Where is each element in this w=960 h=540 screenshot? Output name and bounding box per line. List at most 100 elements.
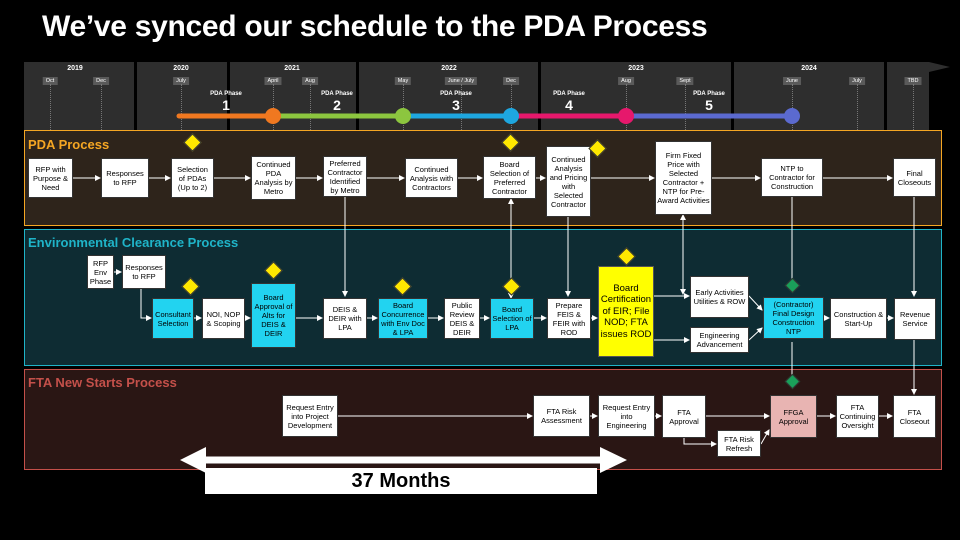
fta-box-continuing-oversight: FTA Continuing Oversight: [836, 395, 879, 438]
timeline-tick: [403, 84, 404, 130]
phase-milestone-dot: [265, 108, 281, 124]
month-label: Sept: [676, 77, 694, 85]
year-label: 2023: [628, 65, 644, 72]
timeline-tick: [913, 84, 914, 130]
env-box-board-certification-eir: Board Certification of EIR; File NOD; FT…: [598, 266, 654, 357]
year-block-2023: [541, 62, 731, 130]
env-box-noi-nop-scoping: NOI, NOP & Scoping: [202, 298, 245, 339]
pda-box-board-selection-preferred: Board Selection of Preferred Contractor: [483, 156, 536, 199]
year-block-2024: [734, 62, 884, 130]
timeline-tick: [626, 84, 627, 130]
timeline-tick: [685, 84, 686, 130]
timeline-tick: [310, 84, 311, 130]
month-label: July: [173, 77, 189, 85]
month-label: TBD: [904, 77, 922, 85]
fta-box-request-entry-pd: Request Entry into Project Development: [282, 395, 338, 437]
year-label: 2021: [284, 65, 300, 72]
environmental-clearance-label: Environmental Clearance Process: [28, 235, 239, 250]
phase-number: 3: [452, 97, 460, 113]
fta-box-risk-refresh: FTA Risk Refresh: [717, 430, 761, 457]
env-box-consultant-selection: Consultant Selection: [152, 298, 194, 339]
phase-number: 1: [222, 97, 230, 113]
phase-milestone-dot: [395, 108, 411, 124]
pda-process-label: PDA Process: [28, 137, 110, 152]
fta-box-request-entry-engineering: Request Entry into Engineering: [598, 395, 655, 437]
timeline-tick: [792, 84, 793, 130]
fta-box-ffga-approval: FFGA Approval: [770, 395, 817, 438]
timeline-arrow-head: [929, 62, 950, 72]
phase-milestone-dot: [503, 108, 519, 124]
env-box-early-activities: Early Activities Utilities & ROW: [690, 276, 749, 318]
env-box-construction-startup: Construction & Start-Up: [830, 298, 887, 339]
timeline-tick: [181, 84, 182, 130]
phase-number: 5: [705, 97, 713, 113]
timeline-tick: [50, 84, 51, 130]
month-label: Dec: [93, 77, 109, 85]
env-box-public-review: Public Review DEIS & DEIR: [444, 298, 480, 339]
page-title: We’ve synced our schedule to the PDA Pro…: [42, 10, 708, 43]
timeline-tick: [857, 84, 858, 130]
phase-number: 4: [565, 97, 573, 113]
pda-box-ntp-construction: NTP to Contractor for Construction: [761, 158, 823, 197]
month-label: Dec: [503, 77, 519, 85]
env-box-responses-to-rfp: Responses to RFP: [122, 255, 166, 289]
pda-box-rfp-purpose-need: RFP with Purpose & Need: [28, 158, 73, 198]
timeline-tick: [461, 84, 462, 130]
env-box-final-design-construction-ntp: (Contractor) Final Design Construction N…: [763, 297, 824, 339]
pda-box-preferred-contractor: Preferred Contractor Identified by Metro: [323, 156, 367, 197]
fta-box-risk-assessment: FTA Risk Assessment: [533, 395, 590, 437]
year-label: 2020: [173, 65, 189, 72]
year-block-tbd: [887, 62, 929, 130]
month-label: July: [849, 77, 865, 85]
pda-box-continued-pda-analysis: Continued PDA Analysis by Metro: [251, 156, 296, 200]
month-label: April: [264, 77, 282, 85]
env-box-prepare-feis-feir: Prepare FEIS & FEIR with ROD: [547, 298, 591, 339]
pda-box-firm-fixed-price: Firm Fixed Price with Selected Contracto…: [655, 141, 712, 215]
phase-label: PDA Phase: [693, 91, 725, 97]
timeline-tick: [511, 84, 512, 130]
month-label: Aug: [302, 77, 318, 85]
env-box-board-approval-alts: Board Approval of Alts for DEIS & DEIR: [251, 283, 296, 348]
month-label: June / July: [444, 77, 478, 85]
month-label: Oct: [42, 77, 58, 85]
year-label: 2019: [67, 65, 83, 72]
month-label: June: [783, 77, 801, 85]
fta-box-fta-approval: FTA Approval: [662, 395, 706, 438]
year-block-2020: [137, 62, 227, 130]
env-box-board-concurrence: Board Concurrence with Env Doc & LPA: [378, 298, 428, 339]
phase-number: 2: [333, 97, 341, 113]
phase-track: [176, 108, 800, 124]
pda-box-continued-analysis-pricing: Continued Analysis and Pricing with Sele…: [546, 146, 591, 217]
fta-box-closeout: FTA Closeout: [893, 395, 936, 438]
pda-box-continued-analysis-contractors: Continued Analysis with Contractors: [405, 158, 458, 198]
year-block-2021: [230, 62, 356, 130]
timeline-tick: [101, 84, 102, 130]
timeline-tick: [273, 84, 274, 130]
phase-label: PDA Phase: [553, 91, 585, 97]
env-box-board-selection-lpa: Board Selection of LPA: [490, 298, 534, 339]
year-label: 2024: [801, 65, 817, 72]
month-label: May: [394, 77, 412, 85]
pda-box-responses-to-rfp: Responses to RFP: [101, 158, 149, 198]
phase-label: PDA Phase: [321, 91, 353, 97]
env-box-revenue-service: Revenue Service: [894, 298, 936, 340]
fta-new-starts-label: FTA New Starts Process: [28, 375, 177, 390]
year-block-2019: [24, 62, 134, 130]
year-label: 2022: [441, 65, 457, 72]
timeline: 2019 2020 2021 2022 2023 2024 Oct Dec Ju…: [0, 0, 960, 140]
env-box-rfp-env-phase: RFP Env Phase: [87, 255, 114, 289]
phase-label: PDA Phase: [210, 91, 242, 97]
phase-label: PDA Phase: [440, 91, 472, 97]
env-box-engineering-advancement: Engineering Advancement: [690, 327, 749, 353]
phase-milestone-dot: [784, 108, 800, 124]
phase-milestone-dot: [618, 108, 634, 124]
pda-box-selection-of-pdas: Selection of PDAs (Up to 2): [171, 158, 214, 198]
pda-box-final-closeouts: Final Closeouts: [893, 158, 936, 197]
